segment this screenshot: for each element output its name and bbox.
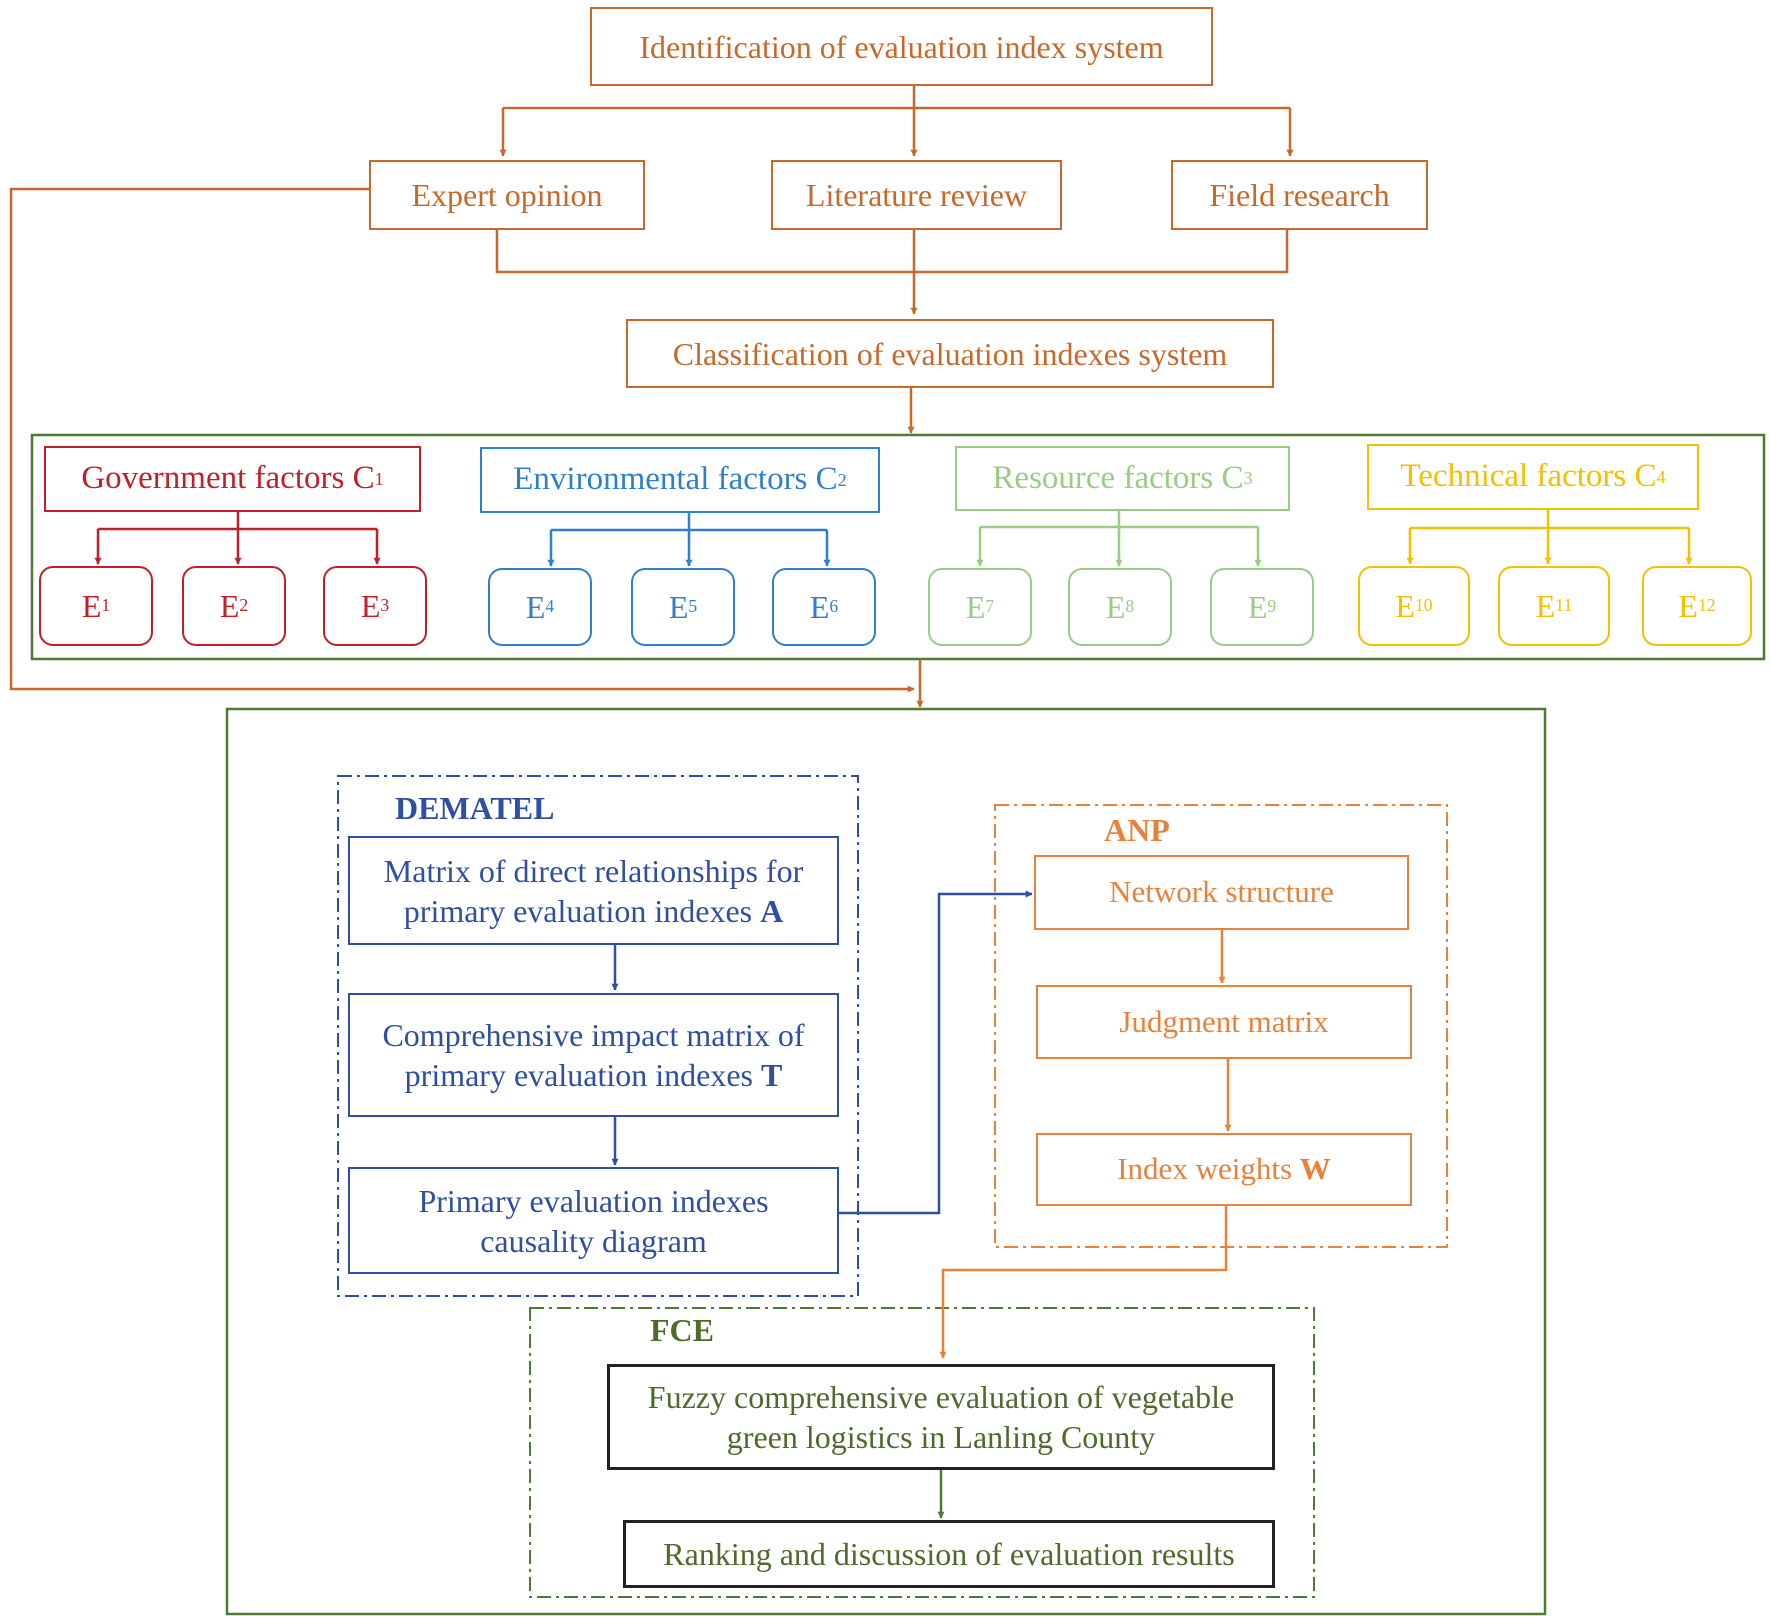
literature-review-box: Literature review bbox=[771, 160, 1062, 230]
resource-factors-label: Resource factors C bbox=[992, 459, 1244, 496]
resource-branches bbox=[976, 511, 1262, 567]
ranking-discussion-box: Ranking and discussion of evaluation res… bbox=[623, 1520, 1275, 1588]
direct-relationship-line1: Matrix of direct relationships for bbox=[383, 852, 804, 889]
index-weights-box: Index weights W bbox=[1036, 1133, 1412, 1206]
index-weights-label: Index weights bbox=[1117, 1151, 1293, 1187]
causality-diagram-box: Primary evaluation indexes causality dia… bbox=[348, 1167, 839, 1274]
direct-relationship-line2: primary evaluation indexes bbox=[403, 892, 753, 929]
technical-factors-subscript: 4 bbox=[1656, 466, 1666, 487]
fuzzy-evaluation-line1: Fuzzy comprehensive evaluation of vegeta… bbox=[647, 1379, 1235, 1415]
matrix-a-symbol: A bbox=[760, 892, 784, 929]
technical-branches bbox=[1406, 510, 1693, 565]
anp-to-fce-arrow bbox=[939, 1206, 1228, 1359]
technical-factors-label: Technical factors C bbox=[1400, 458, 1657, 495]
environmental-factors-subscript: 2 bbox=[837, 469, 847, 490]
government-factors-subscript: 1 bbox=[374, 468, 384, 489]
environmental-factors-label: Environmental factors C bbox=[513, 461, 838, 498]
fuzzy-evaluation-line2: green logistics in Lanling County bbox=[726, 1419, 1156, 1455]
fuzzy-evaluation-box: Fuzzy comprehensive evaluation of vegeta… bbox=[607, 1364, 1275, 1470]
government-factors-label: Government factors C bbox=[81, 460, 375, 497]
fce-title: FCE bbox=[650, 1312, 714, 1348]
expert-opinion-box: Expert opinion bbox=[369, 160, 645, 230]
resource-factors-subscript: 3 bbox=[1243, 468, 1253, 489]
network-structure-box: Network structure bbox=[1034, 855, 1409, 930]
environmental-branches bbox=[547, 513, 831, 567]
dematel-title: DEMATEL bbox=[395, 790, 555, 826]
comprehensive-impact-line2: primary evaluation indexes bbox=[404, 1057, 753, 1093]
comprehensive-impact-matrix-box: Comprehensive impact matrix of primary e… bbox=[348, 993, 839, 1117]
field-research-box: Field research bbox=[1171, 160, 1428, 230]
matrix-t-symbol: T bbox=[760, 1057, 783, 1093]
government-branches bbox=[94, 512, 381, 565]
dematel-group-frame bbox=[337, 775, 859, 1297]
causality-line1: Primary evaluation indexes bbox=[418, 1182, 769, 1219]
merge-line bbox=[495, 230, 1289, 274]
weights-w-symbol: W bbox=[1299, 1151, 1331, 1187]
category-frame bbox=[30, 433, 1766, 661]
judgment-matrix-box: Judgment matrix bbox=[1036, 985, 1412, 1059]
direct-relationship-matrix-box: Matrix of direct relationships for prima… bbox=[348, 836, 839, 945]
expert-feedback-arrow bbox=[9, 187, 915, 693]
comprehensive-impact-line1: Comprehensive impact matrix of bbox=[382, 1017, 805, 1053]
identification-box: Identification of evaluation index syste… bbox=[590, 7, 1213, 86]
classification-box: Classification of evaluation indexes sys… bbox=[626, 319, 1274, 388]
dematel-to-anp-arrow bbox=[838, 890, 1033, 1215]
anp-group-frame bbox=[994, 804, 1448, 1248]
fce-group-frame bbox=[529, 1307, 1315, 1598]
method-frame bbox=[225, 707, 1547, 1616]
causality-line2: causality diagram bbox=[480, 1222, 707, 1259]
anp-title: ANP bbox=[1104, 812, 1170, 848]
